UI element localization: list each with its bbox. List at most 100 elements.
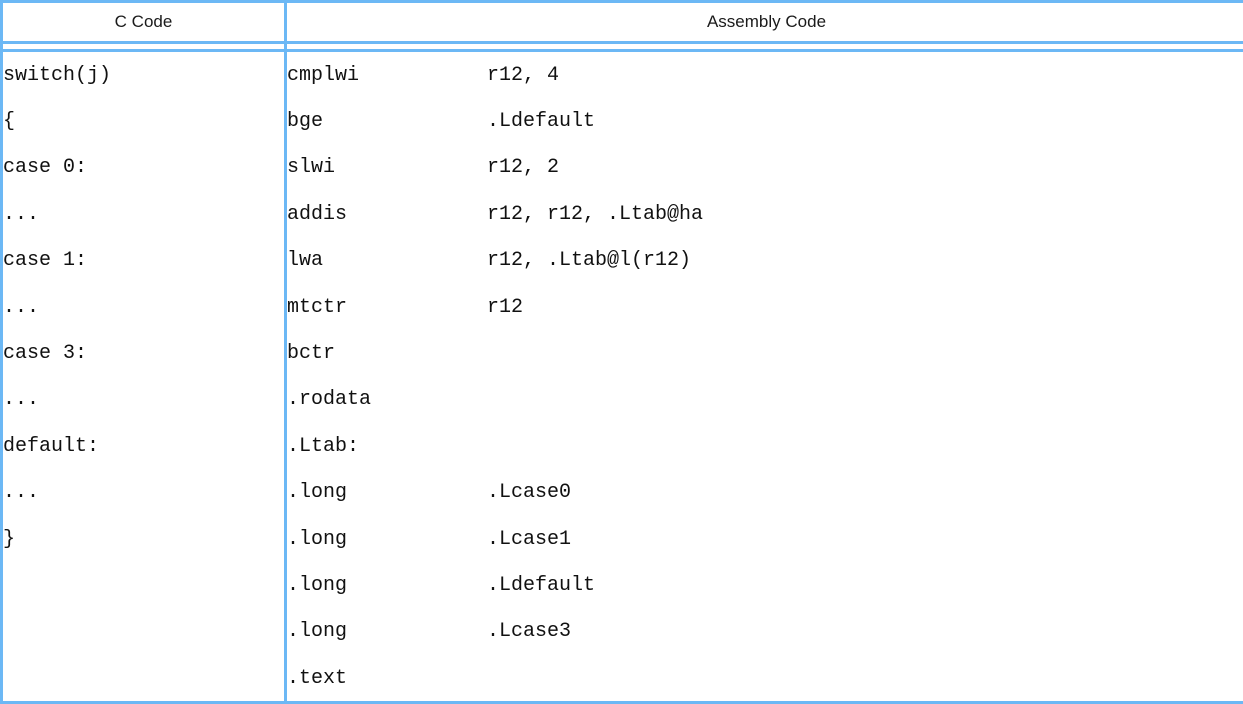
c-code-cell: case 3: — [2, 330, 286, 376]
header-double-rule-c — [2, 43, 286, 51]
c-code-cell: } — [2, 516, 286, 562]
assembly-operand: r12, .Ltab@l(r12) — [487, 249, 691, 272]
c-code-cell — [2, 609, 286, 655]
table-row: case 3: bctr — [2, 330, 1243, 376]
assembly-line: .long.Lcase0 — [287, 481, 1243, 504]
assembly-operand: .Ldefault — [487, 110, 595, 133]
c-code-text: ... — [3, 203, 39, 226]
c-code-text: case 3: — [3, 342, 87, 365]
c-code-cell — [2, 655, 286, 703]
c-code-text: case 0: — [3, 156, 87, 179]
assembly-operand: .Lcase3 — [487, 620, 571, 643]
assembly-code-cell: .Ltab: — [286, 423, 1243, 469]
table-row: default: .Ltab: — [2, 423, 1243, 469]
assembly-mnemonic: slwi — [287, 156, 487, 179]
c-code-cell: ... — [2, 470, 286, 516]
assembly-code-cell: .long.Lcase1 — [286, 516, 1243, 562]
assembly-operand: r12 — [487, 296, 523, 319]
c-code-cell: case 1: — [2, 238, 286, 284]
assembly-mnemonic: cmplwi — [287, 64, 487, 87]
c-code-text: default: — [3, 435, 99, 458]
assembly-code-cell: .long.Lcase0 — [286, 470, 1243, 516]
header-double-rule — [2, 43, 1243, 51]
c-code-cell: ... — [2, 191, 286, 237]
table-header-row: C Code Assembly Code — [2, 2, 1243, 43]
assembly-code-cell: .rodata — [286, 377, 1243, 423]
assembly-code-cell: .long.Lcase3 — [286, 609, 1243, 655]
assembly-operand: .Ldefault — [487, 574, 595, 597]
assembly-code-cell: .text — [286, 655, 1243, 703]
c-code-text: case 1: — [3, 249, 87, 272]
assembly-line: .long.Ldefault — [287, 574, 1243, 597]
assembly-operand: r12, r12, .Ltab@ha — [487, 203, 703, 226]
header-double-rule-asm — [286, 43, 1243, 51]
assembly-mnemonic: .long — [287, 481, 487, 504]
assembly-mnemonic: lwa — [287, 249, 487, 272]
assembly-mnemonic: .long — [287, 528, 487, 551]
column-header-c-code: C Code — [2, 2, 286, 43]
assembly-operand: r12, 2 — [487, 156, 559, 179]
table-row: .text — [2, 655, 1243, 703]
table-row: .long.Ldefault — [2, 562, 1243, 608]
table-row: { bge.Ldefault — [2, 98, 1243, 144]
assembly-mnemonic: bctr — [287, 342, 487, 365]
c-code-cell: default: — [2, 423, 286, 469]
assembly-line: .text — [287, 667, 1243, 690]
assembly-mnemonic: .long — [287, 620, 487, 643]
assembly-mnemonic: .text — [287, 667, 487, 690]
assembly-operand: .Lcase0 — [487, 481, 571, 504]
c-code-text: ... — [3, 296, 39, 319]
assembly-operand: r12, 4 — [487, 64, 559, 87]
column-header-assembly-code: Assembly Code — [286, 2, 1243, 43]
assembly-operand: .Lcase1 — [487, 528, 571, 551]
c-code-text: switch(j) — [3, 64, 111, 87]
c-code-text: ... — [3, 388, 39, 411]
c-code-cell — [2, 562, 286, 608]
c-code-cell: ... — [2, 284, 286, 330]
assembly-mnemonic: .long — [287, 574, 487, 597]
assembly-line: .Ltab: — [287, 435, 1243, 458]
assembly-code-cell: bctr — [286, 330, 1243, 376]
table-row: .long.Lcase3 — [2, 609, 1243, 655]
c-code-cell: { — [2, 98, 286, 144]
assembly-mnemonic: mtctr — [287, 296, 487, 319]
assembly-line: .long.Lcase1 — [287, 528, 1243, 551]
assembly-mnemonic: .rodata — [287, 388, 487, 411]
assembly-code-cell: bge.Ldefault — [286, 98, 1243, 144]
c-code-cell: switch(j) — [2, 51, 286, 99]
assembly-line: bctr — [287, 342, 1243, 365]
c-code-cell: ... — [2, 377, 286, 423]
c-code-text: { — [3, 110, 15, 133]
table-row: ... .rodata — [2, 377, 1243, 423]
assembly-line: .rodata — [287, 388, 1243, 411]
assembly-line: .long.Lcase3 — [287, 620, 1243, 643]
c-code-cell: case 0: — [2, 145, 286, 191]
table-row: } .long.Lcase1 — [2, 516, 1243, 562]
table-row: ... .long.Lcase0 — [2, 470, 1243, 516]
assembly-mnemonic: bge — [287, 110, 487, 133]
c-code-text: ... — [3, 481, 39, 504]
table-header: C Code Assembly Code — [2, 2, 1243, 43]
assembly-code-cell: .long.Ldefault — [286, 562, 1243, 608]
assembly-mnemonic: .Ltab: — [287, 435, 487, 458]
c-code-text: } — [3, 528, 15, 551]
assembly-line: bge.Ldefault — [287, 110, 1243, 133]
